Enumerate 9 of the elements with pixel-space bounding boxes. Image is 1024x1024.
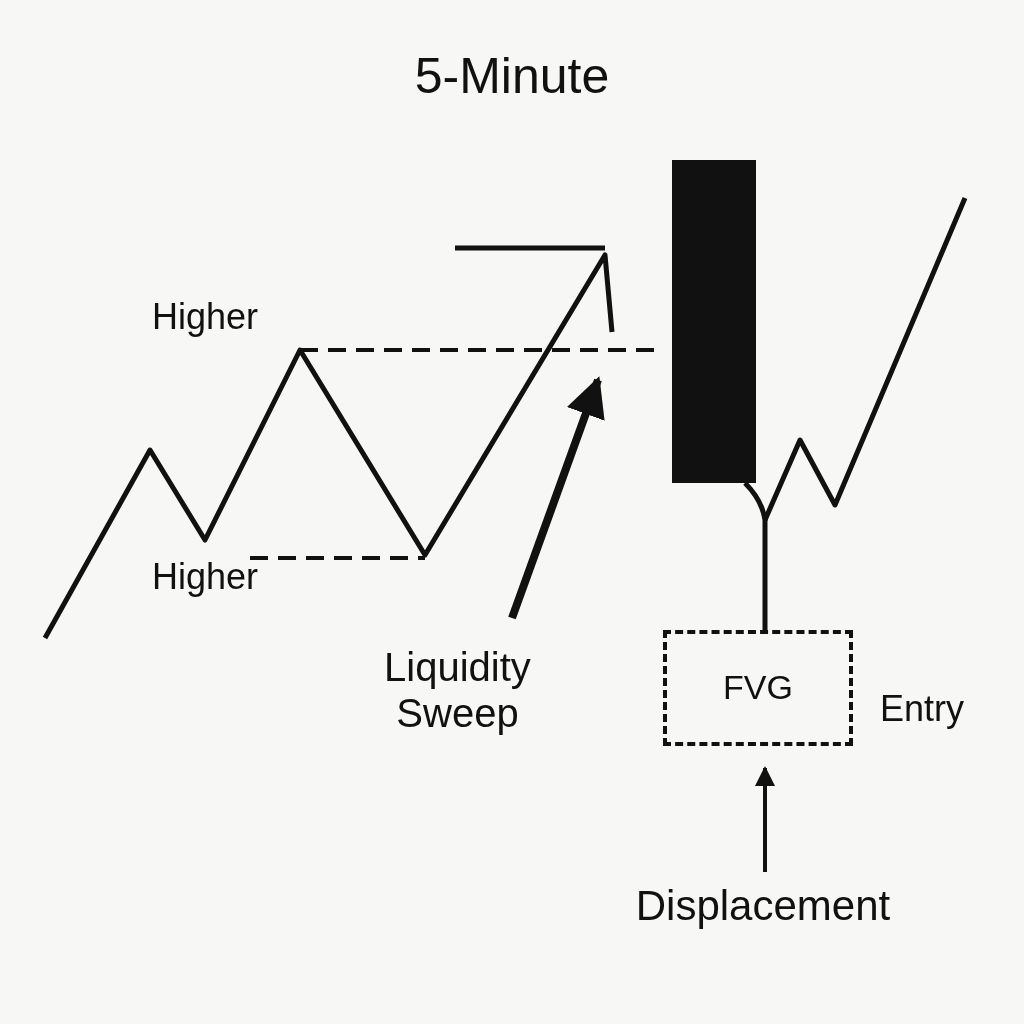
- side-label: Entry: [880, 688, 965, 730]
- arrow: [755, 766, 775, 872]
- peak-label: Higher: [152, 296, 259, 338]
- annotation-text: Displacement: [635, 881, 891, 931]
- annotation-text: Liquidity Sweep: [383, 644, 532, 736]
- arrow: [508, 376, 605, 620]
- gap-zone-box: FVG: [663, 630, 853, 746]
- title: 5-Minute: [414, 48, 610, 106]
- peak-label: Higher: [152, 556, 259, 598]
